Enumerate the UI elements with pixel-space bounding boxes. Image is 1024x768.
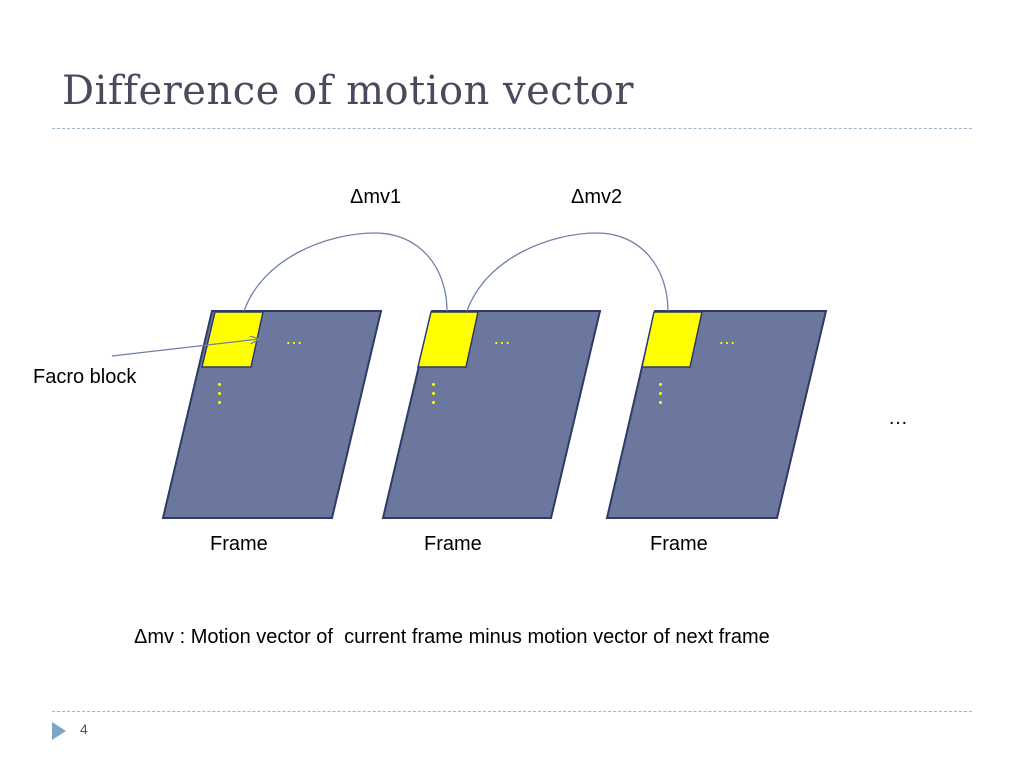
delta-mv2-arc [466, 232, 669, 312]
page-number: 4 [80, 721, 88, 737]
footer-divider [52, 711, 972, 712]
frame-1-column-ellipsis [217, 383, 223, 407]
more-frames-ellipsis: … [888, 407, 908, 429]
frame-1-label: Frame [210, 533, 268, 555]
macro-block-3 [641, 311, 703, 368]
triangle-right-icon [52, 722, 66, 740]
frame-2-label: Frame [424, 533, 482, 555]
macro-block-2 [417, 311, 479, 368]
delta-mv1-arc [243, 232, 448, 312]
title-divider [52, 128, 972, 129]
macro-block-label: Facro block [33, 366, 137, 388]
delta-mv1-label: Δmv1 [350, 186, 402, 208]
frame-3-row-ellipsis: … [718, 328, 737, 348]
frame-2-row-ellipsis: … [493, 328, 512, 348]
frame-2-column-ellipsis [431, 383, 437, 407]
slide-title: Difference of motion vector [62, 68, 634, 114]
frame-3-label: Frame [650, 533, 708, 555]
frame-2 [381, 310, 602, 519]
frame-3 [605, 310, 828, 519]
delta-mv2-label: Δmv2 [571, 186, 623, 208]
frame-1-row-ellipsis: … [285, 328, 304, 348]
block-pointer-arrow [111, 339, 259, 357]
definition-caption: Δmv : Motion vector of current frame min… [134, 626, 770, 648]
frame-1 [161, 310, 383, 519]
macro-block-1 [201, 311, 264, 368]
frame-3-column-ellipsis [658, 383, 664, 407]
